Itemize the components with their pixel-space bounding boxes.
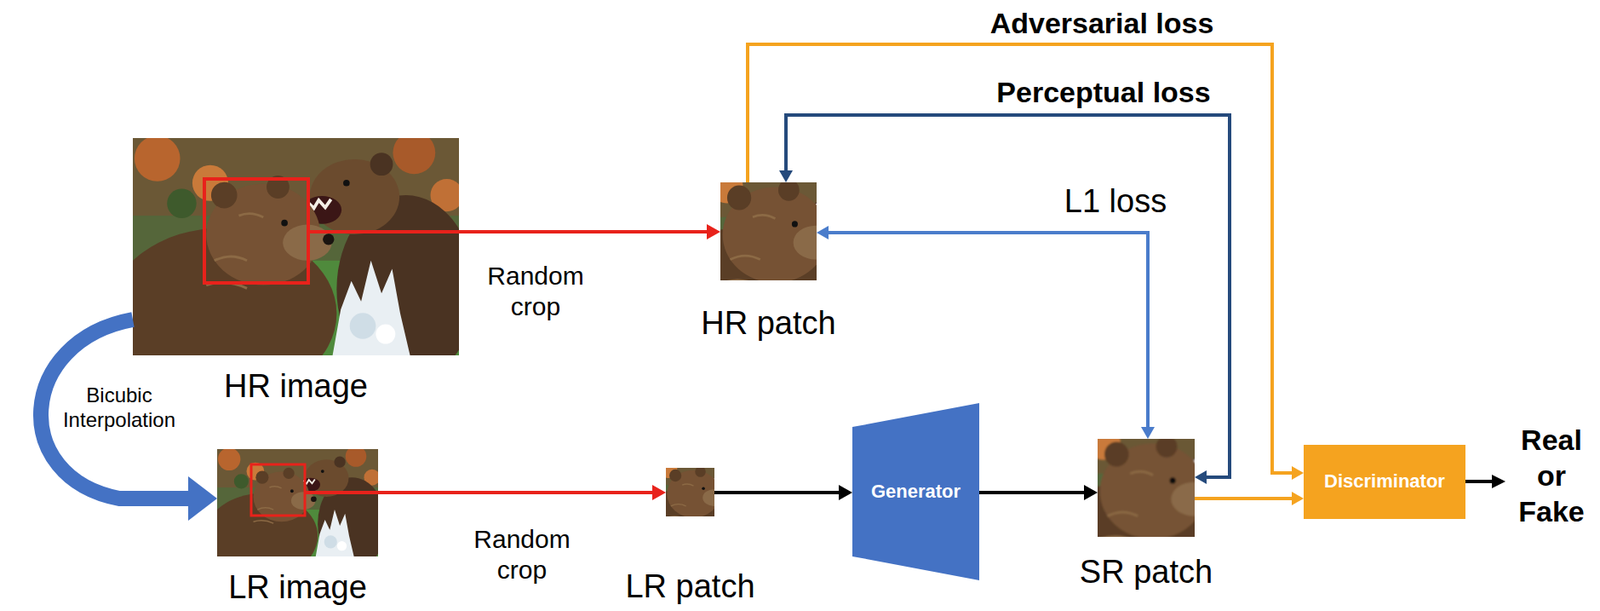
connector-line — [40, 319, 190, 499]
connector-line — [378, 490, 654, 494]
l1-loss-line — [816, 225, 1155, 439]
arrowhead — [188, 475, 218, 521]
bicubic-arrow — [40, 319, 218, 521]
node-label: LR patch — [625, 569, 755, 604]
discriminator-block: Discriminator — [1303, 444, 1466, 519]
connector-line — [1194, 496, 1293, 500]
node-label: Generator — [871, 480, 961, 503]
lr-photo — [205, 445, 387, 578]
edge-label: Adversarial loss — [990, 5, 1215, 41]
node-label: Discriminator — [1324, 470, 1446, 493]
node-label: SR patch — [1079, 555, 1213, 590]
adversarial-loss-line — [747, 44, 1304, 480]
patch-node: HR patch — [720, 182, 817, 281]
patch-node: LR patch — [665, 467, 715, 517]
lr-patch-photo — [621, 445, 792, 571]
arrowhead — [816, 225, 829, 240]
hr-photo — [108, 131, 476, 399]
connector-line — [458, 229, 708, 234]
crop-box — [251, 464, 305, 516]
flow-arrow — [714, 484, 853, 500]
crop-arrow — [458, 223, 721, 240]
output-arrowhead — [1491, 474, 1506, 488]
image-node: LR image — [217, 448, 379, 557]
connector-line — [979, 490, 1085, 494]
edge-label: Random crop — [475, 260, 596, 322]
arrowhead — [779, 170, 793, 183]
crop-line — [308, 229, 460, 234]
arrowhead — [652, 484, 666, 500]
edge-label: Perceptual loss — [996, 74, 1211, 110]
edge-label: Random crop — [462, 523, 582, 585]
hr-patch-photo — [632, 137, 971, 390]
output-arrow — [1465, 479, 1494, 483]
image-node: HR image — [132, 137, 459, 356]
arrowhead — [1291, 491, 1304, 505]
node-label: LR image — [228, 570, 368, 605]
flow-arrow — [979, 484, 1098, 500]
arrowhead — [838, 484, 853, 500]
crop-box — [204, 178, 309, 283]
crop-arrow — [378, 484, 666, 500]
crop-line — [304, 490, 379, 494]
adversarial-line — [1194, 491, 1304, 505]
arrowhead — [1291, 465, 1304, 480]
arrowhead — [1194, 470, 1207, 484]
connector-line — [785, 114, 1230, 477]
edge-label: Bicubic Interpolation — [51, 383, 188, 433]
arrowhead — [1141, 426, 1155, 439]
sr-patch-photo — [1009, 393, 1351, 611]
connector-line — [714, 490, 840, 494]
arrowhead — [706, 223, 721, 240]
edge-label: L1 loss — [1064, 182, 1167, 222]
generator-block: Generator — [852, 402, 980, 580]
node-label: HR image — [223, 369, 368, 404]
arrowhead — [1083, 484, 1098, 500]
output-label: Real or Fake — [1513, 421, 1590, 529]
node-label: HR patch — [700, 306, 836, 341]
connector-line — [747, 44, 1293, 473]
perceptual-loss-line — [779, 114, 1230, 484]
patch-node: SR patch — [1097, 438, 1195, 537]
connector-line — [827, 232, 1148, 428]
